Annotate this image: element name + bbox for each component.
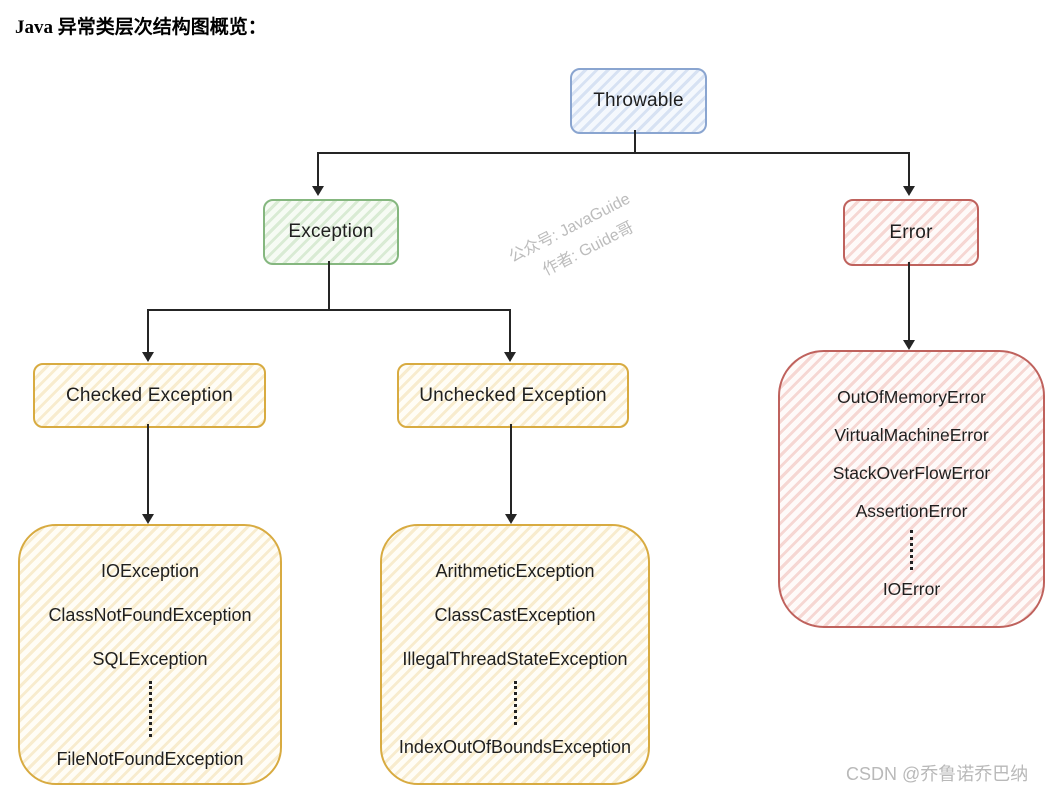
node-checked-exception-label: Checked Exception — [65, 384, 234, 406]
exception-class-item: OutOfMemoryError — [837, 386, 986, 407]
node-error-label: Error — [889, 221, 933, 243]
node-checked-exception: Checked Exception — [33, 363, 266, 428]
connector-line — [147, 309, 149, 352]
exception-class-item: ArithmeticException — [435, 560, 595, 581]
exception-class-item: ClassCastException — [434, 604, 596, 625]
connector-line — [328, 261, 330, 310]
exception-class-item: VirtualMachineError — [834, 424, 989, 445]
arrowhead-down-icon — [312, 186, 324, 196]
page-title: Java 异常类层次结构图概览： — [15, 17, 267, 38]
connector-line — [147, 309, 510, 311]
arrowhead-down-icon — [903, 186, 915, 196]
connector-line — [147, 424, 149, 514]
connector-line — [510, 424, 512, 514]
arrowhead-down-icon — [504, 352, 516, 362]
arrowhead-down-icon — [142, 352, 154, 362]
connector-line — [908, 152, 910, 186]
node-error: Error — [843, 199, 979, 266]
arrowhead-down-icon — [142, 514, 154, 524]
exception-class-item: IndexOutOfBoundsException — [398, 736, 632, 757]
csdn-watermark: CSDN @乔鲁诺乔巴纳 — [846, 764, 1029, 784]
exception-class-item: AssertionError — [855, 500, 968, 521]
exception-class-item: ClassNotFoundException — [48, 604, 252, 625]
connector-line — [317, 152, 319, 186]
connector-line — [317, 152, 910, 154]
exception-class-item: FileNotFoundException — [56, 748, 244, 769]
node-exception-label: Exception — [288, 221, 374, 242]
node-throwable: Throwable — [570, 68, 707, 134]
center-watermark: 公众号: JavaGuide 作者: Guide哥 — [504, 151, 716, 294]
exception-class-item: StackOverFlowError — [832, 462, 991, 483]
connector-line — [908, 262, 910, 340]
arrowhead-down-icon — [903, 340, 915, 350]
vertical-dots-divider — [148, 681, 152, 737]
vertical-dots-divider — [910, 530, 913, 570]
exception-class-item: IOException — [100, 560, 200, 581]
connector-line — [509, 309, 511, 352]
exception-class-item: IllegalThreadStateException — [402, 648, 628, 669]
exception-class-item: IOError — [882, 578, 941, 599]
exception-class-item: SQLException — [92, 648, 208, 669]
node-throwable-label: Throwable — [593, 90, 684, 111]
vertical-dots-divider — [513, 681, 517, 725]
node-unchecked-exception: Unchecked Exception — [397, 363, 629, 428]
node-unchecked-exception-label: Unchecked Exception — [419, 384, 607, 406]
arrowhead-down-icon — [505, 514, 517, 524]
connector-line — [634, 130, 636, 153]
node-exception: Exception — [263, 199, 399, 265]
